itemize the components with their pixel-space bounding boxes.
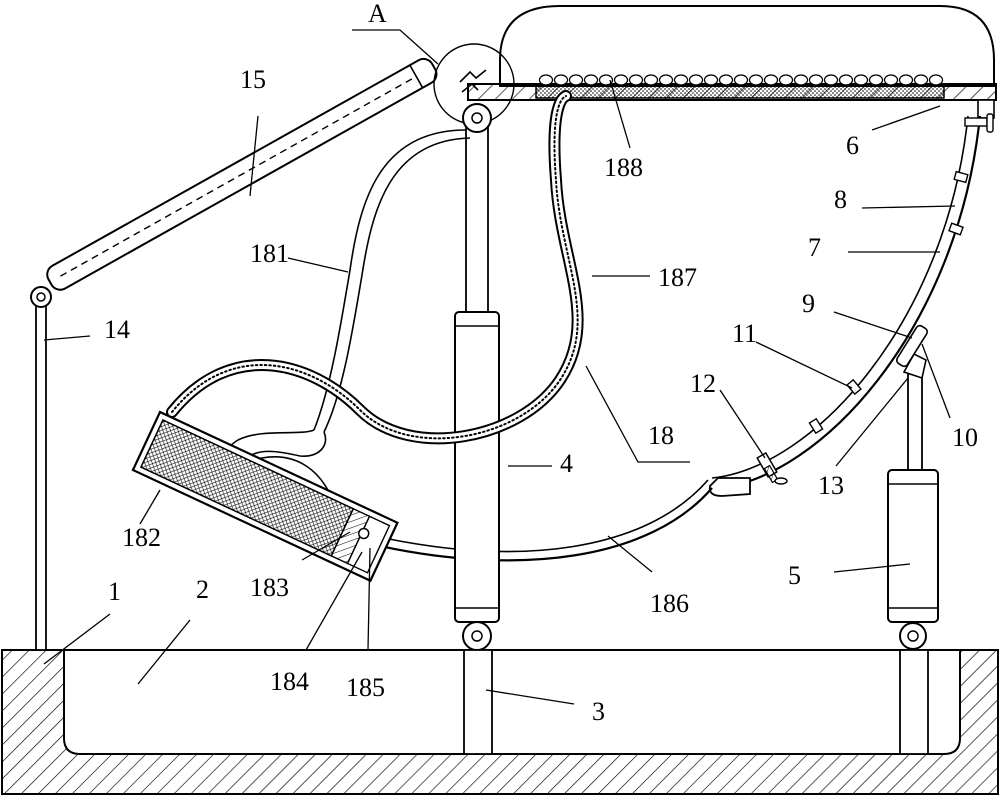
cylinder-base-3: [462, 621, 493, 755]
massage-bump: [568, 74, 584, 86]
arm-15: [46, 57, 438, 291]
massage-bump: [853, 74, 869, 86]
label-185: 185: [346, 673, 385, 702]
hose-187: [166, 90, 584, 445]
label-181: 181: [250, 239, 289, 268]
massage-bump: [718, 74, 734, 86]
label-5: 5: [788, 561, 801, 590]
leader-lines: [43, 29, 956, 705]
massage-bump: [613, 74, 629, 86]
label-18: 18: [648, 421, 674, 450]
bolt-top: [964, 113, 994, 133]
label-2: 2: [196, 575, 209, 604]
massage-bump: [703, 74, 719, 86]
massage-bump: [688, 74, 704, 86]
massage-bump: [538, 74, 554, 86]
massage-bump: [898, 74, 914, 86]
massage-bump: [763, 74, 779, 86]
label-183: 183: [250, 573, 289, 602]
massage-bump: [883, 74, 899, 86]
massage-bump: [553, 74, 569, 86]
label-8: 8: [834, 185, 847, 214]
screw-12: [756, 451, 788, 485]
seat-cushion: [499, 5, 995, 87]
massage-bump: [868, 74, 884, 86]
label-14: 14: [104, 315, 130, 344]
massage-bump: [583, 74, 599, 86]
label-188: 188: [604, 153, 643, 182]
label-184: 184: [270, 667, 309, 696]
label-3: 3: [592, 697, 605, 726]
label-4: 4: [560, 449, 573, 478]
label-1: 1: [108, 577, 121, 606]
massage-bump: [733, 74, 749, 86]
curved-rail-7: [711, 113, 994, 490]
massage-bump: [628, 74, 644, 86]
massage-bump: [793, 74, 809, 86]
massage-bump: [823, 74, 839, 86]
label-12: 12: [690, 369, 716, 398]
massage-bump: [643, 74, 659, 86]
label-13: 13: [818, 471, 844, 500]
labels: A 15 6 188 8 7 181 187 9 14 11 12 18 10 …: [104, 0, 978, 726]
massage-bump: [928, 74, 944, 86]
massage-bump: [808, 74, 824, 86]
label-187: 187: [658, 263, 697, 292]
cylinder-4: [454, 103, 500, 623]
label-182: 182: [122, 523, 161, 552]
massage-bump: [658, 74, 674, 86]
massage-bump: [838, 74, 854, 86]
label-6: 6: [846, 131, 859, 160]
massage-bump: [748, 74, 764, 86]
label-7: 7: [808, 233, 821, 262]
massage-bump: [778, 74, 794, 86]
label-9: 9: [802, 289, 815, 318]
massage-strip-188: [535, 74, 945, 99]
base-frame: [1, 649, 999, 795]
cylinder-5: [887, 352, 939, 755]
hose-186: [379, 479, 713, 562]
massage-bump: [598, 74, 614, 86]
label-186: 186: [650, 589, 689, 618]
massage-bump: [913, 74, 929, 86]
slider-end: [708, 477, 751, 497]
slide-block-10: [895, 324, 929, 368]
label-10: 10: [952, 423, 978, 452]
massage-bump: [673, 74, 689, 86]
label-11: 11: [732, 319, 757, 348]
label-15: 15: [240, 65, 266, 94]
box-182: [131, 410, 399, 583]
label-a: A: [368, 0, 387, 28]
support-post-14: [30, 286, 52, 651]
